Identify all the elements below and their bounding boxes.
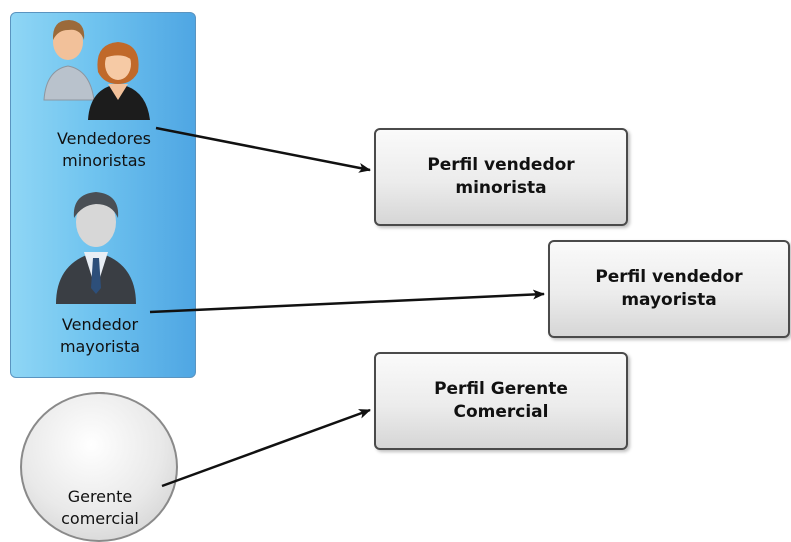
profile-label-manager: Perfil Gerente Comercial <box>434 379 568 422</box>
arrow-manager <box>161 408 371 488</box>
profile-box-retail: Perfil vendedor minorista <box>374 128 628 226</box>
arrow-retail <box>155 126 371 173</box>
profile-box-manager: Perfil Gerente Comercial <box>374 352 628 450</box>
arrow-wholesale <box>149 289 545 314</box>
couple-icon <box>43 20 150 120</box>
actor-label-manager: Gerente comercial <box>61 487 139 528</box>
actor-label-retail: Vendedores minoristas <box>56 129 152 170</box>
profile-label-wholesale: Perfil vendedor mayorista <box>595 267 743 310</box>
actor-label-wholesale: Vendedor mayorista <box>59 315 141 356</box>
businessman-icon <box>56 192 136 304</box>
profile-label-retail: Perfil vendedor minorista <box>427 155 575 198</box>
profile-box-wholesale: Perfil vendedor mayorista <box>548 240 790 338</box>
manager-circle <box>20 392 178 542</box>
